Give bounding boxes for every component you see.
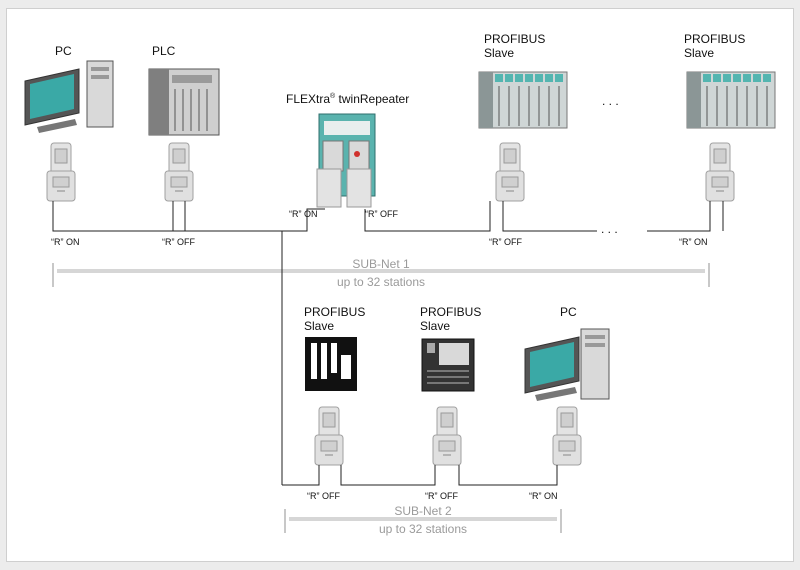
r-label-pc-top: “R” ON — [51, 237, 80, 247]
bus-line-subnet2 — [282, 465, 558, 486]
slave-top2-icon — [686, 71, 776, 129]
slave-top2-label-line1: PROFIBUS — [684, 32, 745, 46]
slave-bot1-label-line2: Slave — [304, 319, 334, 333]
slave-top1-label-line2: Slave — [484, 46, 514, 60]
connector-slave-top2 — [705, 142, 735, 202]
slave-bot1-label-line1: PROFIBUS — [304, 305, 365, 319]
r-label-slave-top1: “R” OFF — [489, 237, 522, 247]
connector-slave-bot1 — [314, 406, 344, 466]
slave-bot2-label-line1: PROFIBUS — [420, 305, 481, 319]
bus-line-subnet1 — [52, 201, 724, 232]
slave-top2-label-line2: Slave — [684, 46, 714, 60]
r-label-slave-bot1: “R” OFF — [307, 491, 340, 501]
r-label-slave-top2: “R” ON — [679, 237, 708, 247]
plc-icon — [148, 68, 220, 136]
slave-bot2-icon — [421, 338, 475, 392]
r-label-slave-bot2: “R” OFF — [425, 491, 458, 501]
connector-pc-top — [46, 142, 76, 202]
repeater-to-subnet2-line — [281, 230, 307, 485]
subnet1-range-bar — [52, 263, 710, 287]
repeater-label: FLEXtra® twinRepeater — [286, 92, 409, 106]
subnet1-subtitle: up to 32 stations — [337, 275, 425, 289]
pc-top-icon — [24, 60, 114, 133]
subnet2-subtitle: up to 32 stations — [379, 522, 467, 536]
plc-label: PLC — [152, 44, 176, 58]
twin-repeater-icon — [316, 113, 376, 208]
ellipsis-top: . . . — [602, 94, 619, 108]
slave-bot1-icon — [305, 337, 357, 391]
r-label-repeater-left: “R” ON — [289, 209, 318, 219]
slave-top1-icon — [478, 71, 568, 129]
pc-top-label: PC — [55, 44, 72, 58]
network-diagram: PC PLC PROFIBUS Slave PROFIBUS Slave FLE… — [24, 32, 776, 536]
connector-slave-top1 — [495, 142, 525, 202]
r-label-plc: “R” OFF — [162, 237, 195, 247]
connector-slave-bot2 — [432, 406, 462, 466]
slave-bot2-label-line2: Slave — [420, 319, 450, 333]
subnet1-title: SUB-Net 1 — [352, 257, 410, 271]
diagram-frame: PC PLC PROFIBUS Slave PROFIBUS Slave FLE… — [6, 8, 794, 562]
subnet2-title: SUB-Net 2 — [394, 504, 452, 518]
subnet2-range-bar — [284, 509, 562, 533]
r-label-repeater-right: “R” OFF — [365, 209, 398, 219]
pc-bottom-label: PC — [560, 305, 577, 319]
pc-bottom-icon — [524, 328, 610, 401]
connector-plc — [164, 142, 194, 202]
slave-top1-label-line1: PROFIBUS — [484, 32, 545, 46]
connector-pc-bottom — [552, 406, 582, 466]
ellipsis-bus: . . . — [601, 222, 618, 236]
r-label-pc-bottom: “R” ON — [529, 491, 558, 501]
